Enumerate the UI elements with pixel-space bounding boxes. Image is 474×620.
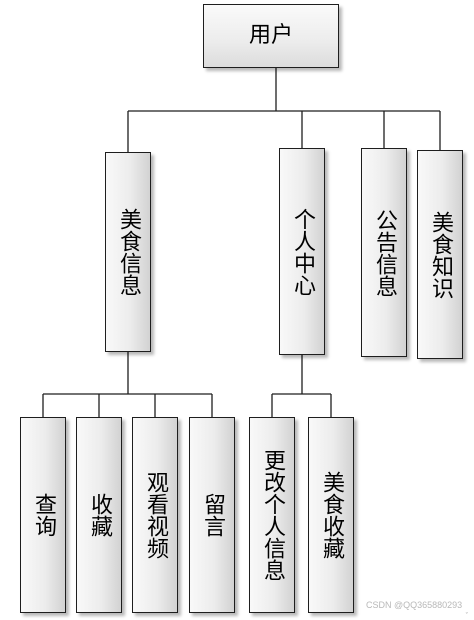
node-food-favorites: 美食收藏: [308, 417, 354, 613]
node-notice-info: 公告信息: [361, 148, 407, 357]
node-query-label: 查询: [31, 493, 56, 537]
corner-mark: ˇ: [465, 612, 469, 620]
node-food-knowledge: 美食知识: [417, 150, 463, 359]
node-food-favorites-label: 美食收藏: [319, 471, 344, 559]
node-food-info-label: 美食信息: [116, 208, 141, 296]
watermark: CSDN @QQ365880293: [366, 600, 463, 610]
node-food-knowledge-label: 美食知识: [428, 210, 453, 299]
node-query: 查询: [20, 417, 66, 613]
node-personal-center-label: 个人中心: [290, 207, 315, 296]
node-edit-personal-info-label: 更改个人信息: [260, 449, 285, 581]
node-message: 留言: [189, 417, 235, 613]
node-edit-personal-info: 更改个人信息: [249, 417, 295, 613]
node-personal-center: 个人中心: [279, 148, 325, 355]
node-food-info: 美食信息: [105, 152, 151, 352]
node-user-label: 用户: [248, 23, 293, 48]
node-watch-video-label: 观看视频: [143, 471, 168, 559]
node-favorite: 收藏: [76, 417, 122, 613]
node-watch-video: 观看视频: [132, 417, 178, 613]
node-user: 用户: [203, 4, 339, 68]
node-notice-info-label: 公告信息: [372, 208, 397, 297]
node-message-label: 留言: [200, 493, 225, 537]
node-favorite-label: 收藏: [87, 493, 112, 537]
